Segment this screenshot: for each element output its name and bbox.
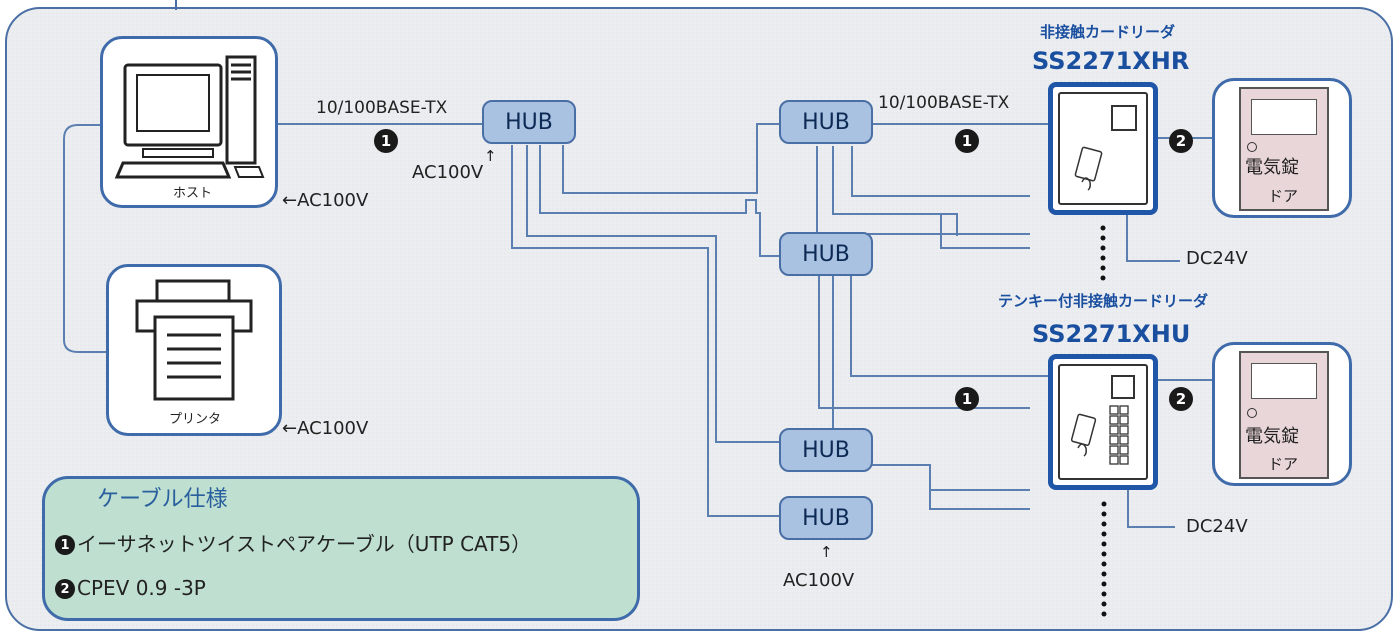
printer-box: プリンタ — [106, 264, 282, 436]
door-box-bottom: 電気錠 ドア — [1212, 342, 1352, 486]
reader-bottom-caption: テンキー付非接触カードリーダ — [998, 292, 1209, 310]
legend-marker-2: 2 — [55, 579, 75, 599]
connection-lines — [63, 123, 1212, 528]
cable-marker-2a: 2 — [1169, 129, 1193, 153]
host-box: ホスト — [100, 36, 278, 208]
reader-top-model: SS2271XHR — [1032, 47, 1190, 75]
dc-label-bottom: DC24V — [1186, 516, 1248, 537]
printer-icon — [135, 279, 253, 401]
hub-3: HUB — [779, 232, 873, 276]
card-reader-top — [1048, 82, 1158, 215]
legend-marker-1: 1 — [55, 535, 75, 555]
door-box-top: 電気錠 ドア — [1212, 78, 1352, 218]
legend-item-2: CPEV 0.9 -3P — [77, 576, 206, 600]
printer-label: プリンタ — [169, 412, 222, 427]
card-reader-bottom — [1048, 354, 1158, 490]
up-arrow-hub1: ↑ — [484, 147, 497, 165]
legend-item-1: イーサネットツイストペアケーブル（UTP CAT5） — [77, 532, 532, 556]
hub-5: HUB — [779, 496, 873, 540]
ac-label-printer: ←AC100V — [282, 418, 369, 439]
dotted-lines — [1100, 225, 1107, 617]
door-label-top: ドア — [1268, 187, 1299, 205]
host-label: ホスト — [173, 186, 213, 201]
door-knob-icon — [1247, 408, 1257, 418]
hub-2: HUB — [779, 100, 873, 144]
ac-label-host: ←AC100V — [282, 190, 369, 211]
up-arrow-hub5: ↑ — [820, 543, 833, 561]
door-bottom: 電気錠 ドア — [1239, 351, 1329, 479]
door-top: 電気錠 ドア — [1239, 87, 1329, 211]
card-reader-icon — [1074, 105, 1137, 191]
legend-title: ケーブル仕様 — [97, 487, 228, 512]
hub-1: HUB — [482, 100, 576, 144]
cable-marker-1b: 1 — [955, 129, 979, 153]
dc-label-top: DC24V — [1186, 248, 1248, 269]
cable-marker-1c: 1 — [955, 387, 979, 411]
door-knob-icon — [1247, 142, 1257, 152]
reader-top-caption: 非接触カードリーダ — [1040, 23, 1176, 41]
lock-label-bottom: 電気錠 — [1245, 426, 1299, 447]
ac-label-hub1: AC100V — [412, 162, 484, 183]
cable-label-left: 10/100BASE-TX — [316, 98, 448, 118]
keypad-reader-icon — [1070, 375, 1135, 465]
door-label-bottom: ドア — [1268, 455, 1299, 473]
computer-icon — [114, 55, 265, 179]
panel-background — [5, 7, 1393, 631]
lock-label-top: 電気錠 — [1245, 157, 1299, 178]
cable-marker-1a: 1 — [374, 129, 398, 153]
cable-spec-legend: ケーブル仕様 1 イーサネットツイストペアケーブル（UTP CAT5） 2 CP… — [42, 476, 640, 621]
cable-marker-2b: 2 — [1169, 387, 1193, 411]
ac-label-hub5: AC100V — [783, 570, 855, 591]
hub-4: HUB — [779, 428, 873, 472]
cable-label-right: 10/100BASE-TX — [878, 93, 1010, 113]
reader-bottom-model: SS2271XHU — [1032, 320, 1191, 348]
